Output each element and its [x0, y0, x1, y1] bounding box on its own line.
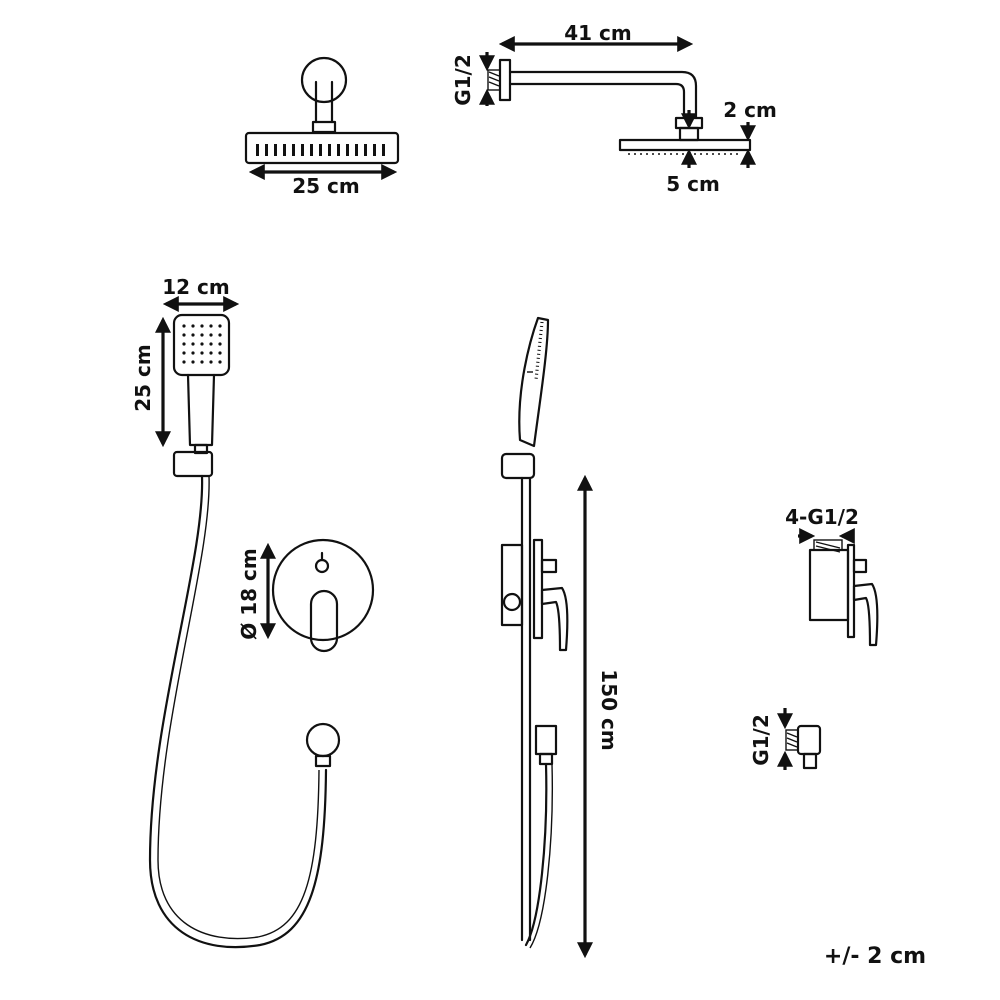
hand-shower-side: [518, 316, 550, 448]
hand-length-label: 25 cm: [131, 344, 155, 412]
hose-side-inner: [529, 763, 553, 949]
valve-lever: [852, 582, 879, 647]
head-thickness-label: 2 cm: [723, 98, 777, 122]
wall-elbow: G1/2: [749, 708, 822, 770]
diverter-knob: [314, 558, 330, 574]
hand-connector: [193, 443, 209, 455]
installed-side-view: 150 cm: [500, 316, 621, 959]
shower-arm-side: 41 cm G1/2 2 cm 5 cm: [451, 21, 777, 196]
valve-ports-label: 4-G1/2: [785, 505, 859, 529]
outlet-nut-side: [538, 752, 554, 766]
elbow-outlet: [802, 752, 818, 770]
head-neck-label: 5 cm: [666, 172, 720, 196]
concealed-valve: 4-G1/2: [785, 505, 879, 647]
swivel-joint: [311, 120, 337, 134]
rain-head-width-label: 25 cm: [292, 174, 360, 198]
rain-head-body: [244, 131, 400, 165]
hose-end-nut: [314, 754, 332, 768]
arm-pipe-bottom: [508, 82, 686, 120]
hose-outer: [148, 474, 328, 949]
hand-width-label: 12 cm: [162, 275, 230, 299]
arm-length-label: 41 cm: [564, 21, 632, 45]
thread-stub: [487, 69, 501, 91]
valve-box: [808, 548, 850, 622]
mixer-plate: Ø 18 cm: [237, 538, 375, 653]
valve-port-side: [502, 592, 522, 612]
arm-pipe-top: [508, 70, 698, 120]
rain-head-profile: [618, 138, 752, 152]
wall-outlet-elbow: [305, 722, 341, 758]
wall-outlet-side: [534, 724, 558, 756]
valve-inlet: [813, 539, 843, 551]
elbow-thread-label: G1/2: [749, 714, 773, 766]
diverter-side: [540, 558, 558, 574]
rail-slider: [500, 452, 536, 480]
hand-holder: [172, 450, 214, 478]
elbow-thread: [785, 729, 799, 751]
hand-shower-assembly: 12 cm 25 cm: [131, 275, 341, 949]
valve-diverter: [852, 558, 868, 574]
head-neck: [678, 126, 700, 142]
plate-diameter-label: Ø 18 cm: [237, 548, 261, 639]
hand-shower-head: [172, 313, 231, 377]
tolerance-note: +/- 2 cm: [824, 944, 926, 969]
cover-plate-side: [532, 538, 544, 640]
elbow-body: [796, 724, 822, 756]
arm-stub: [314, 80, 334, 124]
hose-side-outer: [524, 762, 548, 947]
hose-inner: [157, 475, 320, 940]
rain-head-front: 25 cm: [244, 56, 400, 198]
rail-height-label: 150 cm: [597, 669, 621, 750]
hand-nozzle-grid: [182, 324, 222, 364]
wall-flange: [300, 56, 348, 104]
arm-thread-label: G1/2: [451, 54, 475, 106]
hand-shower-grip: [186, 373, 216, 447]
mixer-lever: [309, 589, 339, 653]
arm-flange: [498, 58, 512, 102]
nozzle-row: [256, 144, 385, 156]
lever-side: [540, 586, 569, 652]
valve-body-side: [500, 543, 524, 627]
